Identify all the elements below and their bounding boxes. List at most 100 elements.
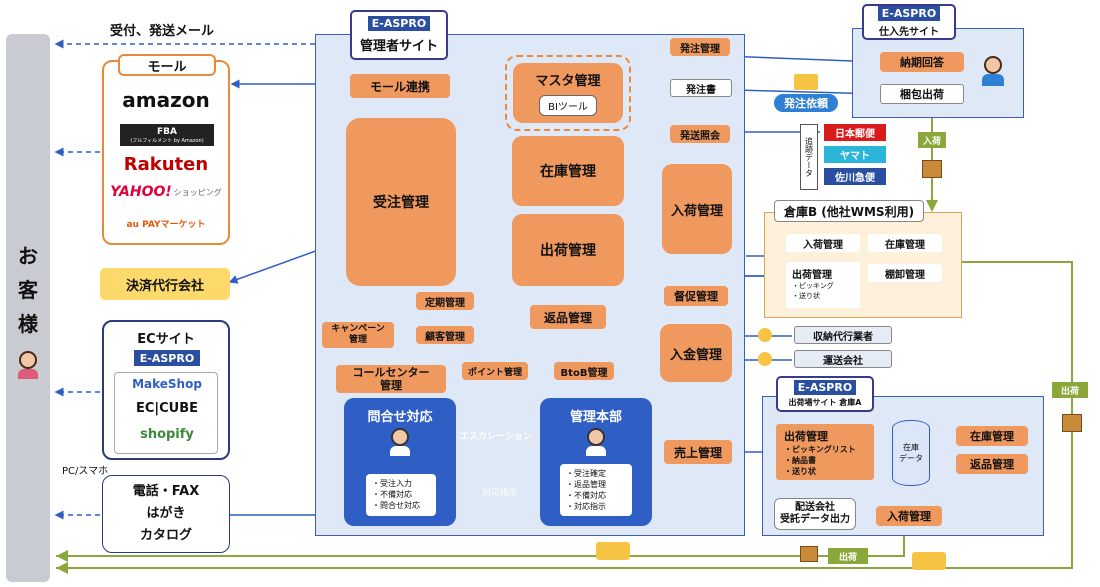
admin-easpro-logo: E-ASPRO [367, 16, 431, 31]
inquiry-item: ・受注入力 [372, 479, 412, 488]
escalation-label: エスカレーション [460, 432, 532, 442]
carrier-japanpost: 日本郵便 [824, 124, 886, 141]
hq-box: 管理本部 ・受注確定 ・返品管理 ・不備対応 ・対応指示 [540, 398, 652, 526]
instruction-label: 対応指示 [482, 488, 519, 498]
po-doc: 発注書 [670, 79, 732, 97]
wb-ship-title: 出荷管理 [792, 270, 832, 281]
ship-tag-right: 出荷 [1052, 382, 1088, 398]
admin-site-title: 管理者サイト [359, 39, 438, 54]
hq-items: ・受注確定 ・返品管理 ・不備対応 ・対応指示 [560, 464, 632, 516]
phone-line3: カタログ [139, 528, 192, 543]
inquiry-title: 問合せ対応 [367, 410, 433, 425]
ship-mgmt: 出荷管理 [512, 214, 624, 286]
points-mgmt: ポイント管理 [462, 362, 528, 380]
reminder-mgmt: 督促管理 [664, 286, 728, 306]
master-label: マスタ管理 [535, 74, 601, 89]
wb-arrival: 入荷管理 [786, 234, 860, 252]
customer-label: お 客 様 [18, 244, 38, 336]
campaign-mgmt: キャンペーン管理 [322, 322, 394, 348]
po-request: 発注依頼 [774, 94, 838, 112]
delivery-reply: 納期回答 [880, 52, 964, 72]
wa-return: 返品管理 [956, 454, 1028, 474]
inquiry-items: ・受注入力 ・不備対応 ・問合せ対応 [366, 474, 436, 516]
person-icon [18, 351, 38, 379]
eccube-logo: EC|CUBE [135, 401, 199, 416]
fba-logo: FBA (フルフィルメント by Amazon) [120, 124, 214, 146]
mall-title: モール [118, 54, 216, 76]
po-mgmt: 発注管理 [670, 38, 730, 56]
master-mgmt: マスタ管理 BIツール [513, 63, 623, 123]
master-group: マスタ管理 BIツール [505, 55, 631, 131]
wb-ship: 出荷管理 ・ピッキング ・送り状 [786, 262, 860, 308]
folder-icon [794, 74, 818, 90]
payment-mgmt: 入金管理 [660, 324, 732, 382]
rakuten-logo: Rakuten [123, 154, 209, 175]
warehouse-a-easpro-logo: E-ASPRO [793, 380, 857, 395]
yahoo-sub: ショッピング [173, 187, 222, 197]
warehouse-a-tag: E-ASPRO 出荷場サイト 倉庫A [776, 376, 874, 412]
shopify-logo: shopify [140, 427, 194, 442]
return-mgmt: 返品管理 [530, 305, 606, 329]
order-mgmt: 受注管理 [346, 118, 456, 286]
package-icon-3 [800, 546, 818, 562]
packing-ship: 梱包出荷 [880, 84, 964, 104]
supplier-person-icon [982, 56, 1004, 86]
ec-logos-panel: MakeShop EC|CUBE shopify [114, 372, 218, 454]
stock-db: 在庫 データ [892, 420, 930, 486]
phone-line2: はがき [146, 506, 186, 521]
phone-fax-box: 電話・FAX はがき カタログ [102, 475, 230, 553]
sales-mgmt: 売上管理 [664, 440, 732, 464]
wa-ship-item: ・ピッキングリスト [784, 445, 856, 454]
customer-bar: お 客 様 [6, 34, 50, 582]
arrival-tag: 入荷 [918, 132, 946, 148]
warehouse-b-title: 倉庫B (他社WMS利用) [774, 200, 924, 222]
ec-easpro-logo: E-ASPRO [134, 350, 200, 366]
stock-mgmt: 在庫管理 [512, 136, 624, 206]
customer-mgmt: 顧客管理 [416, 326, 474, 344]
inquiry-box: 問合せ対応 ・受注入力 ・不備対応 ・問合せ対応 [344, 398, 456, 526]
truck-icon [596, 542, 630, 560]
mall-link-box: モール連携 [350, 74, 450, 98]
yahoo-label: YAHOO! [110, 184, 172, 200]
wb-ship-item: ・送り状 [792, 292, 820, 300]
manager-icon [586, 428, 606, 456]
wb-inventory: 棚卸管理 [868, 264, 942, 282]
makeshop-logo: MakeShop [132, 377, 202, 391]
mall-box: モール amazon FBA (フルフィルメント by Amazon) Raku… [102, 54, 230, 245]
hq-item: ・不備対応 [566, 491, 606, 500]
carrier-yamato: ヤマト [824, 146, 886, 163]
payment-agent: 決済代行会社 [100, 268, 230, 300]
aupay-logo: au PAYマーケット [126, 220, 206, 230]
wa-stock: 在庫管理 [956, 426, 1028, 446]
ship-tag-bottom: 出荷 [828, 548, 868, 564]
yahoo-logo: YAHOO! ショッピング [104, 184, 228, 200]
supplier-title: 仕入先サイト [879, 27, 939, 38]
admin-site-tag: E-ASPRO 管理者サイト [350, 10, 448, 60]
hq-title: 管理本部 [569, 410, 622, 425]
carrier-company: 運送会社 [794, 350, 892, 368]
wa-ship-title: 出荷管理 [784, 430, 828, 443]
fba-label: FBA [157, 126, 177, 137]
package-icon [922, 160, 942, 178]
coin-icon [758, 328, 772, 342]
supplier-tag: E-ASPRO 仕入先サイト [862, 4, 956, 40]
hq-item: ・返品管理 [566, 480, 606, 489]
tracking-label: 追跡データ [800, 124, 818, 190]
bi-tool: BIツール [539, 95, 597, 116]
ec-title: ECサイト [137, 332, 195, 347]
callcenter-mgmt: コールセンター管理 [336, 365, 446, 393]
arrival-mgmt: 入荷管理 [662, 164, 732, 254]
wa-arrival: 入荷管理 [876, 506, 942, 526]
phone-line1: 電話・FAX [132, 484, 200, 499]
ec-site-box: ECサイト E-ASPRO MakeShop EC|CUBE shopify [102, 320, 230, 460]
amazon-logo: amazon [122, 88, 210, 112]
fba-sub: (フルフィルメント by Amazon) [130, 137, 204, 144]
wa-ship-item: ・送り状 [784, 467, 816, 476]
coin-icon-2 [758, 352, 772, 366]
package-icon-2 [1062, 414, 1082, 432]
email-label: 受付、発送メール [110, 24, 215, 39]
wa-ship: 出荷管理 ・ピッキングリスト ・納品書 ・送り状 [776, 424, 874, 480]
warehouse-a-title: 出荷場サイト 倉庫A [788, 398, 862, 407]
wa-ship-item: ・納品書 [784, 456, 816, 465]
inquiry-item: ・不備対応 [372, 490, 412, 499]
